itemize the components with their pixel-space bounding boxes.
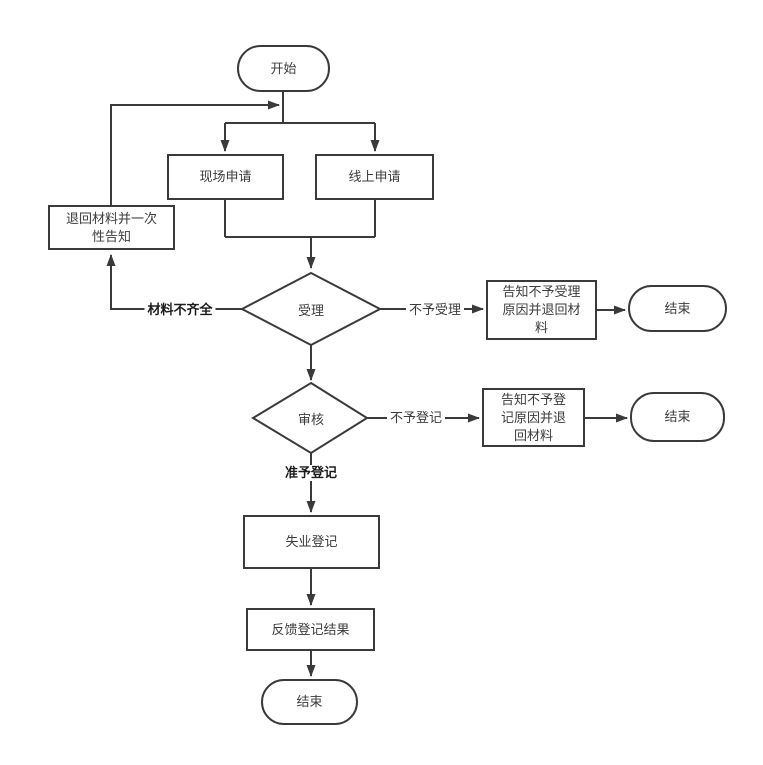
node-start-label: 开始: [270, 60, 297, 76]
node-end-accept: 结束: [628, 285, 727, 332]
node-review-decision: 审核: [253, 383, 369, 453]
node-accept-decision: 受理: [241, 273, 381, 345]
node-end-accept-label: 结束: [664, 300, 691, 316]
node-end-review: 结束: [630, 392, 725, 442]
node-unemployment-registration: 失业登记: [243, 515, 380, 569]
node-accept-label: 受理: [297, 302, 324, 318]
node-feedback-result-label: 反馈登记结果: [271, 621, 350, 637]
edge-accept-to-return: [106, 254, 242, 310]
node-online-apply: 线上申请: [315, 154, 434, 200]
node-end-final: 结束: [261, 679, 358, 725]
node-unemployment-registration-label: 失业登记: [285, 534, 338, 549]
node-onsite-apply-label: 现场申请: [199, 169, 252, 184]
edge-return-feedback: [110, 100, 280, 205]
node-return-materials: 退回材料并一次性告知: [48, 205, 175, 250]
node-review-label: 审核: [297, 411, 324, 427]
node-start: 开始: [237, 45, 330, 92]
node-return-materials-label: 退回材料并一次性告知: [65, 210, 157, 244]
node-notify-not-accept: 告知不予受理原因并退回材料: [486, 280, 597, 340]
node-feedback-result: 反馈登记结果: [246, 608, 375, 651]
node-online-apply-label: 线上申请: [348, 169, 401, 184]
edge-label-not-accept: 不予受理: [405, 302, 465, 318]
node-end-final-label: 结束: [296, 694, 323, 709]
node-notify-not-register-label: 告知不予登记原因并退回材料: [500, 391, 566, 443]
accept-diamond: [239, 271, 383, 347]
edge-label-not-register: 不予登记: [386, 410, 446, 426]
node-end-review-label: 结束: [664, 409, 691, 424]
node-onsite-apply: 现场申请: [167, 154, 284, 200]
node-notify-not-accept-label: 告知不予受理原因并退回材料: [502, 284, 581, 335]
review-diamond: [251, 381, 369, 455]
node-notify-not-register: 告知不予登记原因并退回材料: [482, 388, 585, 447]
edge-label-materials-incomplete: 材料不齐全: [144, 302, 216, 318]
edge-label-grant-register: 准予登记: [281, 465, 341, 481]
